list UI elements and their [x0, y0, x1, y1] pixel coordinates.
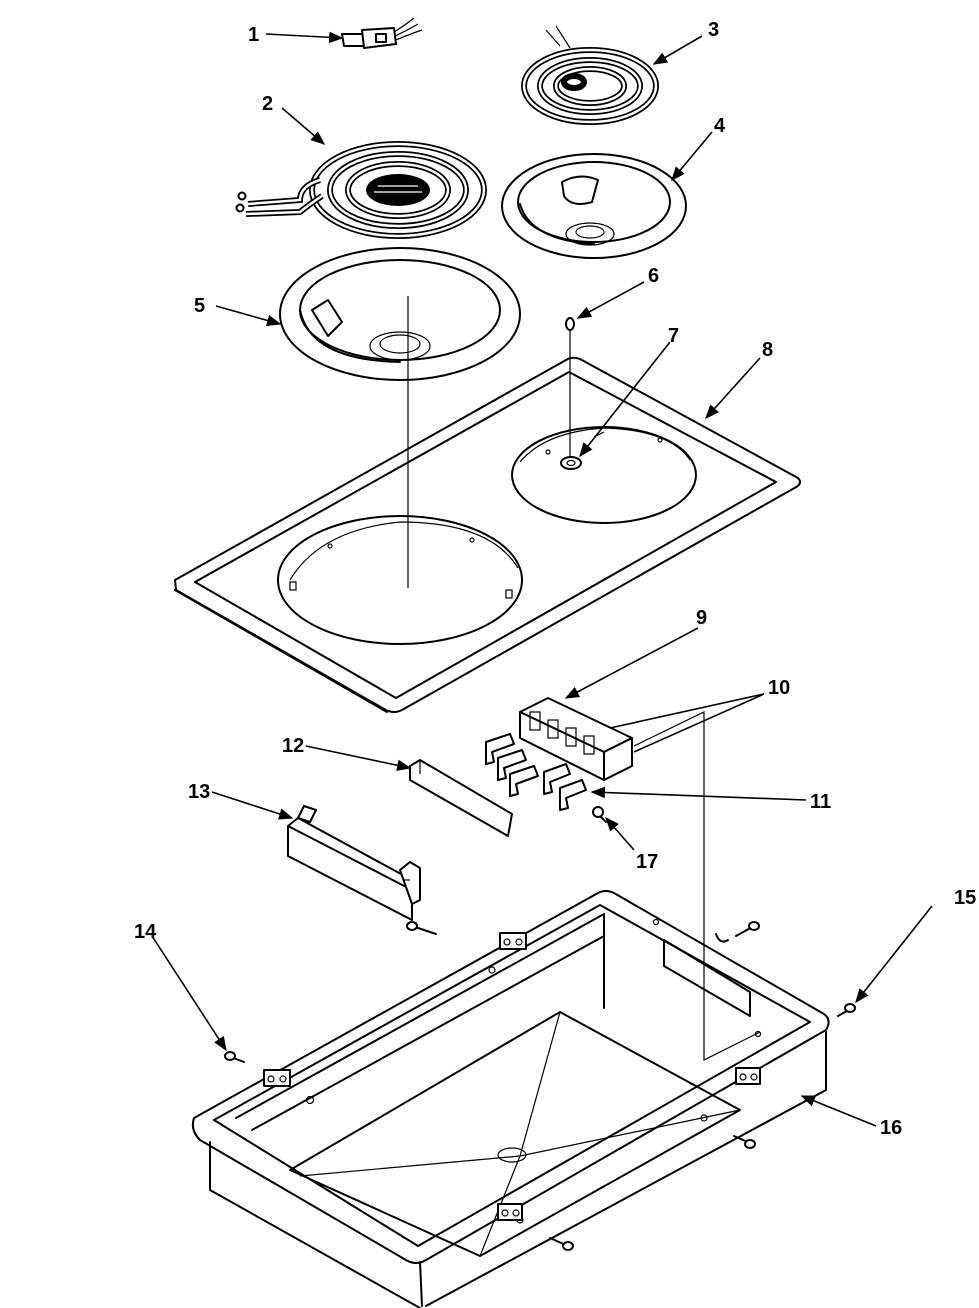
callout-label-9: 9 [696, 607, 707, 629]
wiring-guide-line [633, 711, 761, 1061]
callout-label-4: 4 [714, 115, 726, 137]
callout-8: 8 [705, 339, 773, 420]
callout-14: 14 [134, 921, 227, 1052]
callout-16: 16 [800, 1095, 902, 1139]
screw-6-part [565, 317, 575, 460]
connector-part [341, 17, 423, 49]
callout-label-8: 8 [762, 339, 773, 361]
callout-label-14: 14 [134, 921, 157, 943]
large-surface-element-part [235, 141, 487, 239]
callout-9: 9 [564, 607, 707, 699]
callout-6: 6 [576, 265, 659, 319]
callout-label-17: 17 [636, 851, 658, 873]
callout-label-1: 1 [248, 24, 259, 46]
screw-17-part [592, 806, 607, 823]
large-drip-bowl-part [279, 247, 521, 381]
screws [224, 921, 856, 1251]
shield-part [409, 759, 513, 837]
callout-label-16: 16 [880, 1117, 902, 1139]
screw-15-part [837, 1003, 856, 1017]
callout-13: 13 [188, 781, 294, 820]
terminal-block-part [519, 697, 633, 781]
screw-top-right [735, 921, 760, 937]
callout-7: 7 [579, 325, 679, 458]
callout-15: 15 [855, 887, 976, 1004]
cooktop-panel-part [174, 356, 801, 713]
callout-label-13: 13 [188, 781, 210, 803]
callout-label-2: 2 [262, 93, 273, 115]
callout-label-11: 11 [810, 791, 831, 813]
callout-11: 11 [590, 786, 831, 813]
callout-17: 17 [605, 816, 658, 873]
terminals-part [485, 733, 587, 811]
callout-label-7: 7 [668, 325, 679, 347]
callout-label-10: 10 [768, 677, 790, 699]
screw-14-part [224, 1051, 245, 1063]
callout-label-6: 6 [648, 265, 659, 287]
burner-box-part [191, 890, 830, 1308]
screw-bottom-right [733, 1135, 756, 1149]
screw-bottom [549, 1237, 574, 1251]
bracket-part [287, 805, 421, 921]
callout-1: 1 [248, 24, 344, 46]
callout-2: 2 [262, 93, 326, 145]
callout-label-3: 3 [708, 19, 719, 41]
small-surface-element-part [521, 25, 659, 125]
callout-3: 3 [652, 19, 719, 65]
screw-top-left [406, 921, 437, 935]
callout-4: 4 [671, 115, 726, 182]
callout-label-12: 12 [282, 735, 304, 757]
callout-5: 5 [194, 295, 282, 327]
callout-label-15: 15 [954, 887, 976, 909]
small-drip-bowl-part [501, 153, 687, 259]
callout-10: 10 [609, 677, 790, 753]
callout-label-5: 5 [194, 295, 205, 317]
callout-12: 12 [282, 735, 412, 771]
clip-7-part [560, 456, 582, 470]
